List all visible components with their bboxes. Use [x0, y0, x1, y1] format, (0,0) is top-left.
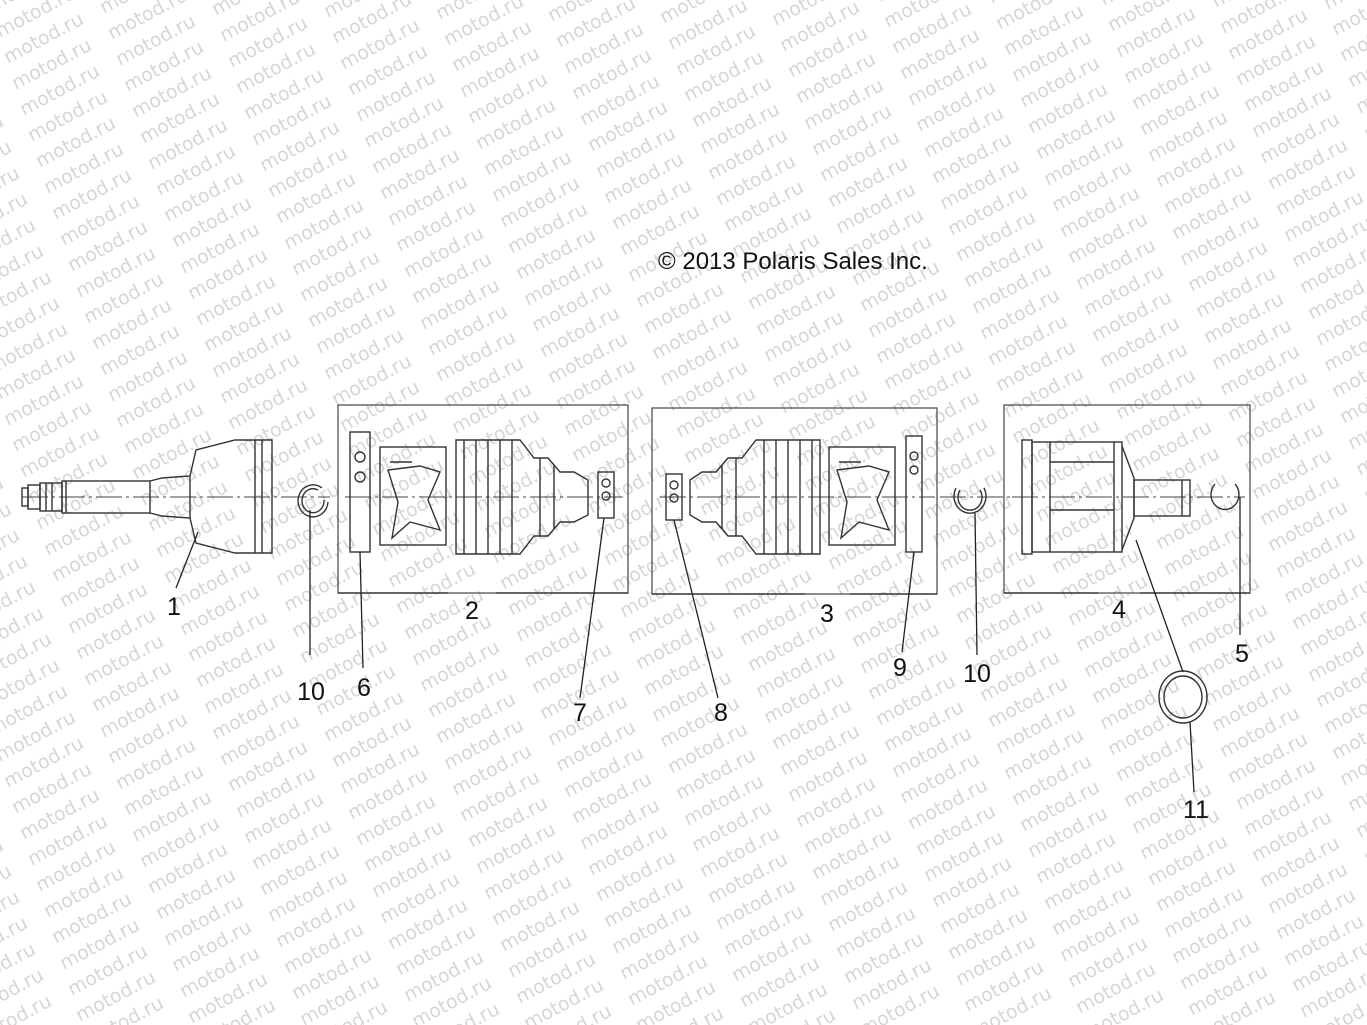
callout-5: 5: [1235, 640, 1249, 668]
callout-labels: 1 2 3 4 5 6 7 8 9 10 10 11: [167, 593, 1249, 824]
callout-6: 6: [357, 674, 371, 702]
part-10-circlip-left: [297, 484, 329, 518]
part-10-circlip-right: [953, 487, 987, 514]
part-4-inner-cv-joint: [1003, 404, 1251, 594]
copyright-notice: © 2013 Polaris Sales Inc.: [658, 248, 928, 275]
callout-7: 7: [573, 699, 587, 727]
callout-3: 3: [820, 600, 834, 628]
callout-11: 11: [1183, 796, 1209, 824]
callout-4: 4: [1112, 596, 1126, 624]
part-1-outer-cv-joint: [21, 439, 273, 554]
callout-2: 2: [465, 597, 479, 625]
callout-8: 8: [714, 699, 728, 727]
callout-10-left: 10: [297, 678, 325, 706]
callout-1: 1: [167, 593, 181, 621]
part-2-boot-kit: [337, 404, 629, 594]
leader-lines: [175, 497, 1250, 793]
callout-10-right: 10: [963, 660, 991, 688]
callout-9: 9: [893, 654, 907, 682]
